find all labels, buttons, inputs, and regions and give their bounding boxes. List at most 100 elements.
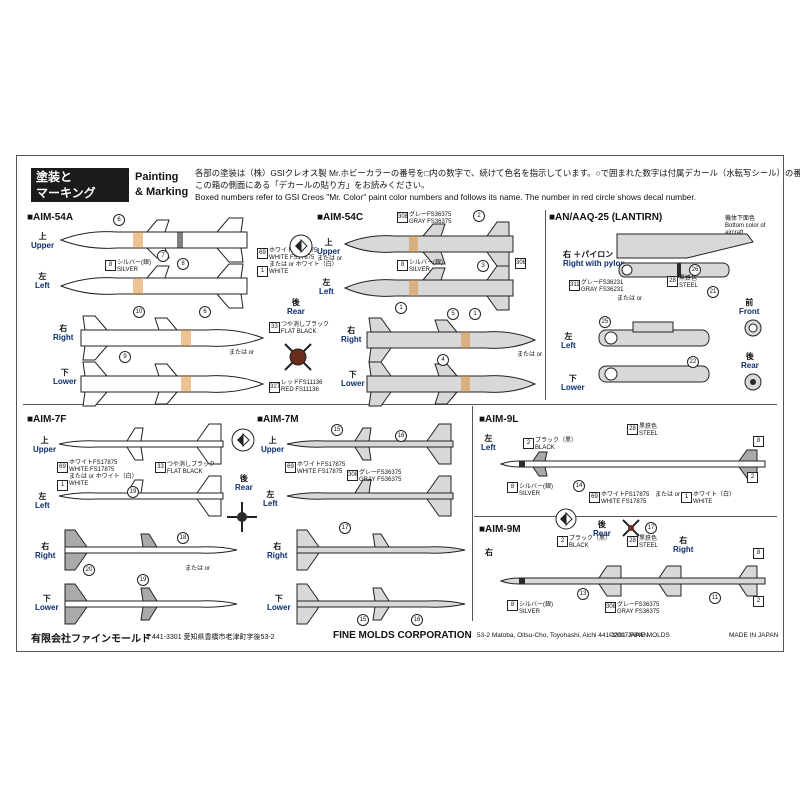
decal-15b-7m: 15 — [357, 614, 369, 626]
or-54a: または or — [229, 350, 255, 356]
paint-69-7m: 69 — [285, 462, 296, 473]
section-aim54c: ■AIM-54C — [317, 212, 364, 223]
paint-8b-9l: 8 — [753, 436, 764, 447]
aim7m-right-drawing — [296, 529, 466, 571]
paint-8b-9m: 8 — [753, 548, 764, 559]
or-7f: または or — [185, 566, 211, 572]
instruction-sheet: 塗装と マーキング Painting & Marking 各部の塗装は（株）GS… — [16, 155, 800, 652]
decal-5-54c: 5 — [447, 308, 459, 320]
company-name-jp: 有限会社ファインモールド — [31, 634, 151, 645]
section-aim9l: ■AIM-9L — [479, 414, 519, 425]
decal-26: 26 — [689, 264, 701, 276]
aim54a-lower-drawing — [80, 361, 265, 407]
lantirn-pod-right — [618, 262, 730, 278]
aim7m-upper-drawing — [286, 423, 454, 465]
decal-22: 22 — [687, 356, 699, 368]
title-en: Painting & Marking — [135, 170, 188, 200]
made-in-japan: MADE IN JAPAN — [729, 632, 779, 639]
silver-54c: シルバー(銀)SILVER — [409, 260, 443, 273]
aim54-rear-drawing — [284, 343, 312, 371]
black-9m: ブラック（黒）BLACK — [569, 536, 612, 549]
aim54a-upper-drawing — [59, 217, 248, 263]
decal-4-54c: 4 — [437, 354, 449, 366]
company-name-en: FINE MOLDS CORPORATION — [333, 630, 472, 641]
aim9m-drawing — [499, 565, 766, 597]
lantirn-pod-left — [598, 321, 710, 347]
paint-2b-9l: 2 — [747, 472, 758, 483]
decal-19-7f: 19 — [127, 486, 139, 498]
note-line-1: 各部の塗装は（株）GSIクレオス製 Mr.ホビーカラーの番号を□内の数字で、続け… — [195, 168, 800, 178]
or-9l: または or — [655, 492, 681, 498]
silver-54a: シルバー(銀)SILVER — [117, 260, 151, 273]
decal-17-9: 17 — [645, 522, 657, 534]
aim7m-lower-drawing — [296, 583, 466, 625]
aim7f-left-drawing — [58, 475, 224, 517]
divider-aim9 — [472, 406, 473, 621]
section-aim54a: ■AIM-54A — [27, 212, 74, 223]
paint-8-9l: 8 — [507, 482, 518, 493]
title-block-jp: 塗装と マーキング — [31, 168, 129, 202]
divider-aim9m — [474, 516, 777, 517]
decal-2-54c: 2 — [473, 210, 485, 222]
aim7f-right-drawing — [64, 529, 238, 571]
aim54-rear-icon — [289, 234, 313, 258]
aim9l-left-drawing — [499, 449, 766, 479]
aim54a-left-drawing — [59, 263, 248, 309]
section-aim7f: ■AIM-7F — [27, 414, 67, 425]
or-54c-left: または or — [317, 256, 343, 262]
note-line-3: Boxed numbers refer to GSI Creos "Mr. Co… — [195, 192, 697, 202]
silver-9l: シルバー(銀)SILVER — [519, 484, 553, 497]
title-jp-line2: マーキング — [36, 186, 96, 200]
paint-28-9m: 28 — [627, 536, 638, 547]
decal-25: 25 — [599, 316, 611, 328]
or-54c: または or — [517, 352, 543, 358]
paint-308-54c: 308 — [515, 258, 526, 269]
paint-2-9m: 2 — [557, 536, 568, 547]
decal-13-9m: 13 — [577, 588, 589, 600]
decal-7: 7 — [157, 250, 169, 262]
paint-8-54c: 8 — [397, 260, 408, 271]
paint-69-7f: 69 — [57, 462, 68, 473]
divider-lantirn — [545, 210, 546, 400]
paint-8-9m: 8 — [507, 600, 518, 611]
section-aim9m: ■AIM-9M — [479, 524, 521, 535]
copyright: ©2017 FINE MOLDS — [609, 632, 670, 639]
paint-1-9l: 1 — [681, 492, 692, 503]
paint-327: 327 — [269, 382, 280, 393]
paint-1-54a: 1 — [257, 266, 268, 277]
aim7m-left-drawing — [286, 475, 454, 517]
decal-10-54a: 10 — [133, 306, 145, 318]
decal-15-7m: 15 — [331, 424, 343, 436]
paint-311: 311 — [569, 280, 580, 291]
title-en-line1: Painting — [135, 171, 179, 183]
white-paren-9l: ホワイト（白）WHITE — [693, 492, 736, 505]
lantirn-rear-icon — [744, 373, 762, 391]
aim7-rear-drawing — [227, 502, 257, 532]
paint-2b-9m: 2 — [753, 596, 764, 607]
decal-18-7f: 18 — [177, 532, 189, 544]
aim9-rear-icon — [555, 508, 577, 530]
aim54c-upper-drawing — [343, 221, 514, 267]
lantirn-front-icon — [744, 319, 762, 337]
aim9-rear-drawing — [622, 519, 640, 537]
